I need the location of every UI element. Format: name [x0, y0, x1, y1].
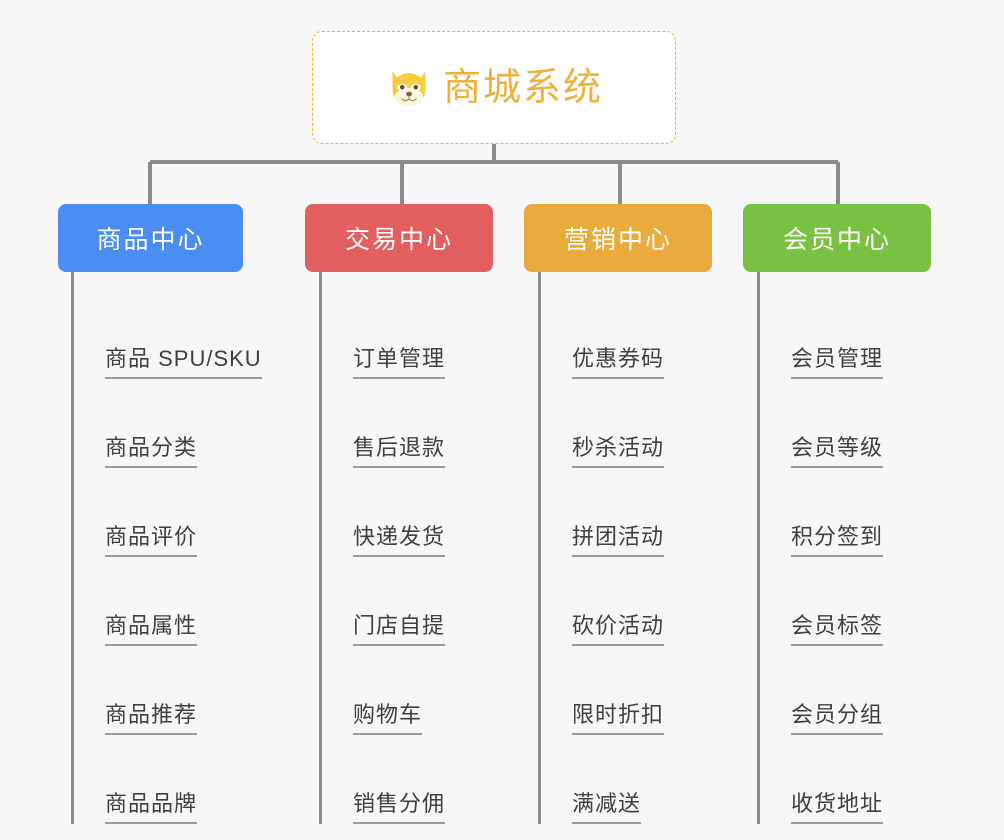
shiba-dog-face-icon [392, 71, 426, 106]
leaf-item[interactable]: 满减送 [541, 735, 657, 824]
branch-column-marketing-center: 营销中心 优惠券码 秒杀活动 拼团活动 砍价活动 限时折扣 [438, 204, 712, 824]
leaf-label: 会员管理 [791, 346, 884, 379]
leaf-label: 会员等级 [791, 435, 884, 468]
leaf-item[interactable]: 订单管理 [322, 290, 446, 379]
leaf-label: 收货地址 [791, 791, 884, 824]
leaf-list-marketing-center: 优惠券码 秒杀活动 拼团活动 砍价活动 限时折扣 满减送 [538, 272, 665, 824]
leaf-label: 秒杀活动 [572, 435, 665, 468]
leaf-item[interactable]: 商品品牌 [74, 735, 219, 824]
leaf-list-member-center: 会员管理 会员等级 积分签到 会员标签 会员分组 收货地址 [757, 272, 947, 824]
leaf-label: 商品评价 [105, 524, 198, 557]
leaf-label: 积分签到 [791, 524, 884, 557]
leaf-item[interactable]: 积分签到 [760, 468, 947, 557]
leaf-item[interactable]: 购物车 [322, 646, 438, 735]
branch-header-product-center[interactable]: 商品中心 [58, 204, 243, 272]
leaf-item[interactable]: 会员分组 [760, 646, 947, 735]
branch-column-product-center: 商品中心 商品 SPU/SKU 商品分类 商品评价 商品属性 商品推荐 [0, 204, 262, 824]
leaf-item[interactable]: 优惠券码 [541, 290, 665, 379]
leaf-label: 门店自提 [353, 613, 446, 646]
leaf-item[interactable]: 限时折扣 [541, 646, 665, 735]
leaf-label: 销售分佣 [353, 791, 446, 824]
branch-column-trade-center: 交易中心 订单管理 售后退款 快递发货 门店自提 购物车 [219, 204, 493, 824]
branch-header-label: 交易中心 [344, 226, 453, 254]
leaf-label: 商品分类 [105, 435, 198, 468]
leaf-label: 砍价活动 [572, 613, 665, 646]
leaf-label: 快递发货 [353, 524, 446, 557]
leaf-item[interactable]: 会员管理 [760, 290, 947, 379]
leaf-label: 限时折扣 [572, 702, 665, 735]
leaf-item[interactable]: 会员等级 [760, 379, 947, 468]
leaf-item[interactable]: 商品分类 [74, 379, 219, 468]
leaf-label: 商品 SPU/SKU [105, 346, 262, 379]
branch-header-trade-center[interactable]: 交易中心 [305, 204, 493, 272]
root-title: 商城系统 [442, 66, 603, 109]
leaf-item[interactable]: 拼团活动 [541, 468, 665, 557]
branch-header-marketing-center[interactable]: 营销中心 [524, 204, 712, 272]
leaf-item[interactable]: 商品属性 [74, 557, 219, 646]
leaf-label: 拼团活动 [572, 524, 665, 557]
leaf-label: 商品推荐 [105, 702, 198, 735]
leaf-label: 优惠券码 [572, 346, 665, 379]
leaf-item[interactable]: 售后退款 [322, 379, 446, 468]
root-node-mall-system[interactable]: 商城系统 [312, 31, 676, 144]
branch-header-label: 商品中心 [96, 226, 205, 254]
leaf-item[interactable]: 商品 SPU/SKU [74, 290, 262, 379]
leaf-label: 订单管理 [353, 346, 446, 379]
leaf-item[interactable]: 砍价活动 [541, 557, 665, 646]
leaf-list-trade-center: 订单管理 售后退款 快递发货 门店自提 购物车 销售分佣 [319, 272, 446, 824]
leaf-list-product-center: 商品 SPU/SKU 商品分类 商品评价 商品属性 商品推荐 商品品牌 [71, 272, 262, 824]
branch-header-member-center[interactable]: 会员中心 [743, 204, 931, 272]
leaf-label: 售后退款 [353, 435, 446, 468]
leaf-item[interactable]: 会员标签 [760, 557, 947, 646]
leaf-label: 会员标签 [791, 613, 884, 646]
branch-header-label: 营销中心 [563, 226, 672, 254]
leaf-item[interactable]: 商品推荐 [74, 646, 219, 735]
leaf-label: 会员分组 [791, 702, 884, 735]
leaf-item[interactable]: 商品评价 [74, 468, 219, 557]
leaf-item[interactable]: 收货地址 [760, 735, 947, 824]
branch-columns: 商品中心 商品 SPU/SKU 商品分类 商品评价 商品属性 商品推荐 [0, 204, 1004, 824]
leaf-label: 商品属性 [105, 613, 198, 646]
branch-header-label: 会员中心 [782, 226, 891, 254]
leaf-label: 商品品牌 [105, 791, 198, 824]
leaf-item[interactable]: 门店自提 [322, 557, 446, 646]
leaf-item[interactable]: 销售分佣 [322, 735, 446, 824]
leaf-item[interactable]: 快递发货 [322, 468, 446, 557]
leaf-label: 满减送 [572, 791, 642, 824]
branch-column-member-center: 会员中心 会员管理 会员等级 积分签到 会员标签 会员分组 [657, 204, 947, 824]
leaf-item[interactable]: 秒杀活动 [541, 379, 665, 468]
leaf-label: 购物车 [353, 702, 423, 735]
